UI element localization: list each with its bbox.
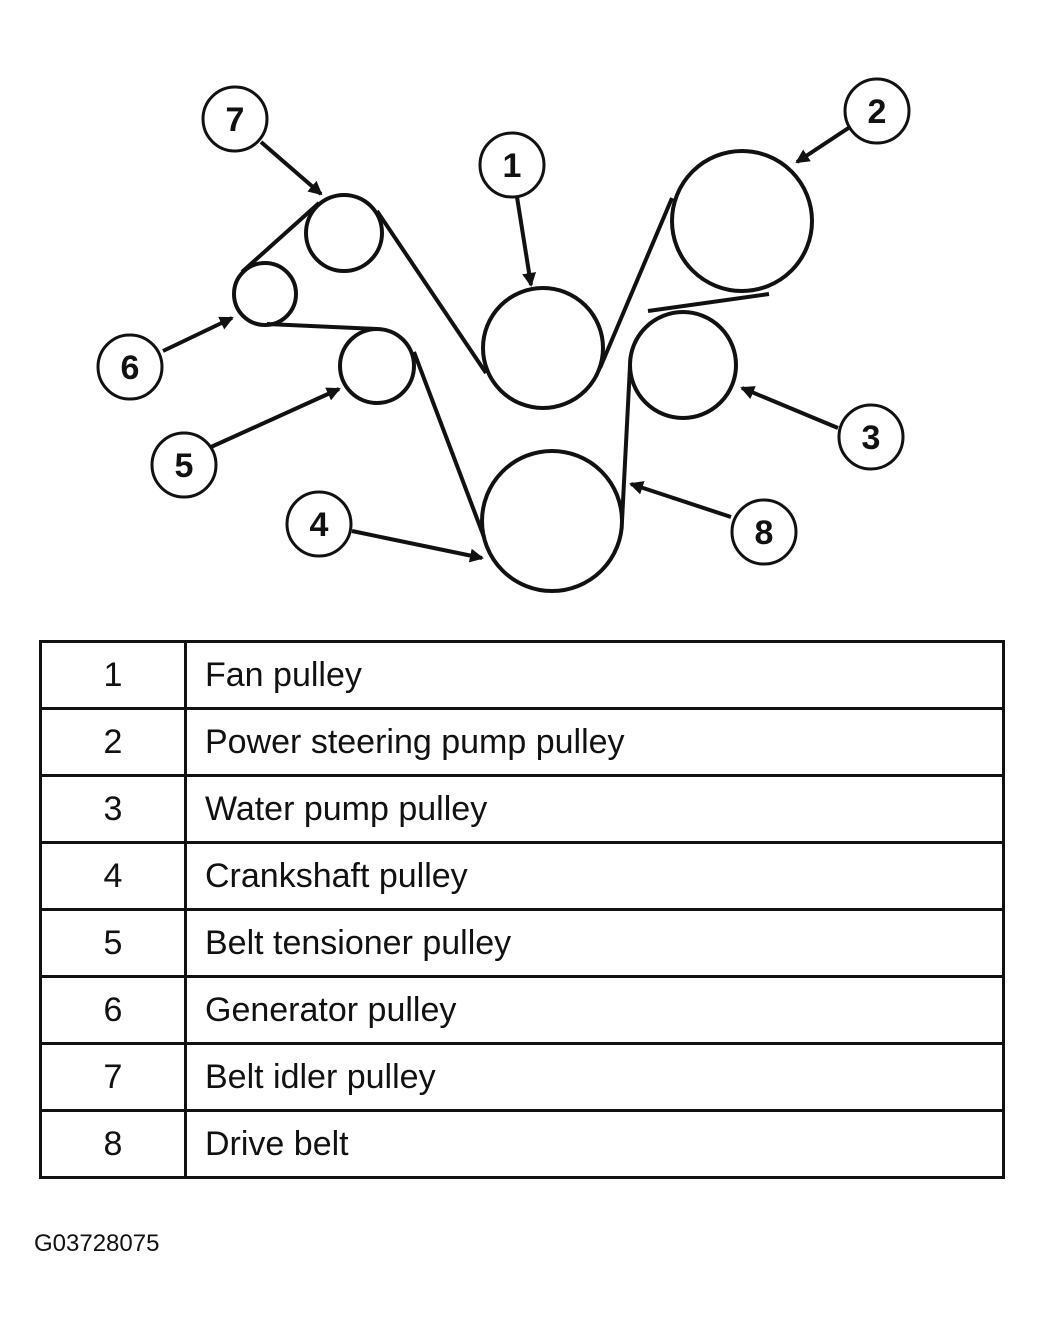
legend-description: Fan pulley (184, 640, 1005, 710)
pulley-belt-tensioner (338, 327, 416, 405)
legend-row: 3 Water pump pulley (39, 774, 1005, 844)
legend-row: 4 Crankshaft pulley (39, 841, 1005, 911)
callout-bubble-1 (478, 131, 546, 199)
callout-bubble-6 (96, 333, 164, 401)
callout-4: 4 (310, 506, 329, 544)
legend-number: 5 (39, 908, 187, 978)
legend-description: Drive belt (184, 1109, 1005, 1179)
callout-bubble-2 (843, 77, 911, 145)
legend-description: Power steering pump pulley (184, 707, 1005, 777)
legend-row: 7 Belt idler pulley (39, 1042, 1005, 1112)
figure-id: G03728075 (34, 1230, 160, 1257)
legend-description: Belt idler pulley (184, 1042, 1005, 1112)
callout-bubble-3 (837, 403, 905, 471)
callout-8: 8 (755, 514, 774, 552)
legend-number: 3 (39, 774, 187, 844)
pulley-crankshaft (480, 449, 624, 593)
leader-arrows (162, 125, 852, 563)
callout-3: 3 (862, 419, 881, 457)
callout-bubble-4 (285, 490, 353, 558)
callout-bubble-7 (201, 85, 269, 153)
pulley-generator (232, 261, 298, 327)
legend-row: 8 Drive belt (39, 1109, 1005, 1179)
legend-number: 2 (39, 707, 187, 777)
pulley-power-steering (670, 149, 814, 293)
legend-description: Generator pulley (184, 975, 1005, 1045)
legend-number: 4 (39, 841, 187, 911)
legend-row: 2 Power steering pump pulley (39, 707, 1005, 777)
legend-number: 7 (39, 1042, 187, 1112)
legend-description: Belt tensioner pulley (184, 908, 1005, 978)
callout-bubble-5 (150, 431, 218, 499)
legend-number: 8 (39, 1109, 187, 1179)
callout-6: 6 (121, 349, 140, 387)
legend-table: 1 Fan pulley 2 Power steering pump pulle… (39, 640, 1005, 1179)
callout-2: 2 (868, 93, 887, 131)
pulley-water-pump (628, 310, 738, 420)
pulley-fan (481, 286, 605, 410)
legend-number: 6 (39, 975, 187, 1045)
callout-7: 7 (226, 101, 245, 139)
legend-description: Crankshaft pulley (184, 841, 1005, 911)
legend-row: 5 Belt tensioner pulley (39, 908, 1005, 978)
pulley-belt-idler (304, 193, 384, 273)
belt-routing-diagram: 1 2 3 4 5 6 7 8 (96, 77, 911, 593)
legend-number: 1 (39, 640, 187, 710)
callout-1: 1 (503, 147, 522, 185)
legend-row: 1 Fan pulley (39, 640, 1005, 710)
callout-bubble-8 (730, 498, 798, 566)
drive-belt (240, 197, 770, 538)
legend-row: 6 Generator pulley (39, 975, 1005, 1045)
callout-5: 5 (175, 447, 194, 485)
legend-description: Water pump pulley (184, 774, 1005, 844)
